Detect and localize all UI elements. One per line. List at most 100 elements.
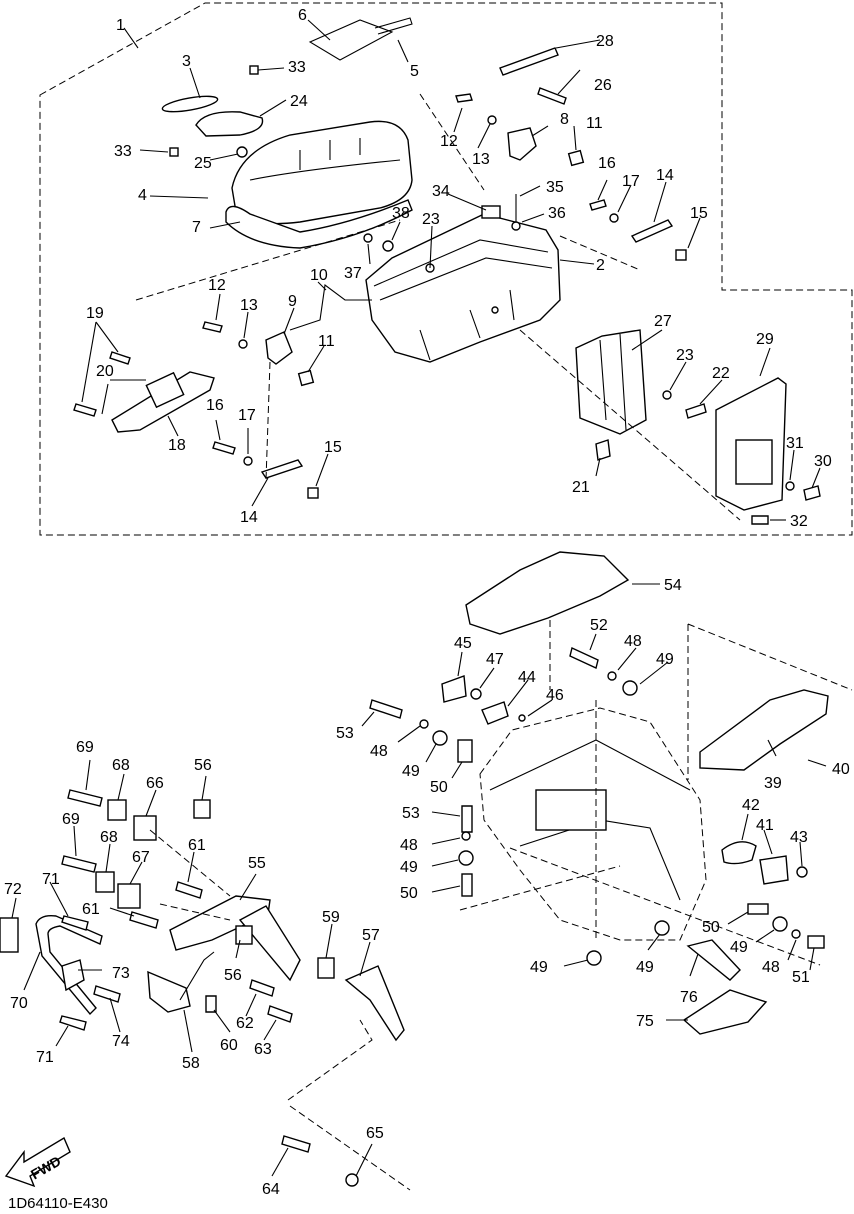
callout-13a: 13 bbox=[472, 151, 490, 168]
callout-36: 36 bbox=[548, 205, 566, 222]
callout-41: 41 bbox=[756, 817, 774, 834]
callout-18: 18 bbox=[168, 437, 186, 454]
callout-2: 2 bbox=[596, 257, 605, 274]
callout-61b: 61 bbox=[82, 901, 100, 918]
upper-leader-lines bbox=[81, 19, 821, 521]
callout-3: 3 bbox=[182, 53, 191, 70]
callout-48d: 48 bbox=[762, 959, 780, 976]
callout-35: 35 bbox=[546, 179, 564, 196]
callout-67: 67 bbox=[132, 849, 150, 866]
callout-72: 72 bbox=[4, 881, 22, 898]
callout-14b: 14 bbox=[240, 509, 258, 526]
callout-27: 27 bbox=[654, 313, 672, 330]
upper-assembly-frame bbox=[39, 2, 853, 536]
callout-40: 40 bbox=[832, 761, 850, 778]
callout-39: 39 bbox=[764, 775, 782, 792]
callout-4: 4 bbox=[138, 187, 147, 204]
callout-10: 10 bbox=[310, 267, 328, 284]
callout-19: 19 bbox=[86, 305, 104, 322]
callout-16b: 16 bbox=[206, 397, 224, 414]
lock-mechanism bbox=[202, 47, 687, 499]
callout-59: 59 bbox=[322, 909, 340, 926]
callout-68a: 68 bbox=[112, 757, 130, 774]
callout-33a: 33 bbox=[288, 59, 306, 76]
callout-1: 1 bbox=[116, 17, 125, 34]
callout-71b: 71 bbox=[36, 1049, 54, 1066]
callout-51: 51 bbox=[792, 969, 810, 986]
callout-45: 45 bbox=[454, 635, 472, 652]
callout-31: 31 bbox=[786, 435, 804, 452]
callout-48b: 48 bbox=[370, 743, 388, 760]
callout-53b: 53 bbox=[402, 805, 420, 822]
callout-73: 73 bbox=[112, 965, 130, 982]
callout-48a: 48 bbox=[624, 633, 642, 650]
callout-34: 34 bbox=[432, 183, 450, 200]
callout-49e: 49 bbox=[530, 959, 548, 976]
callout-20: 20 bbox=[96, 363, 114, 380]
callout-32: 32 bbox=[790, 513, 808, 530]
callout-23b: 23 bbox=[676, 347, 694, 364]
lower-case bbox=[369, 551, 829, 1035]
callout-57: 57 bbox=[362, 927, 380, 944]
callout-66: 66 bbox=[146, 775, 164, 792]
callout-38: 38 bbox=[392, 205, 410, 222]
callout-13b: 13 bbox=[240, 297, 258, 314]
callout-68b: 68 bbox=[100, 829, 118, 846]
callout-15a: 15 bbox=[690, 205, 708, 222]
callout-65: 65 bbox=[366, 1125, 384, 1142]
callout-43: 43 bbox=[790, 829, 808, 846]
callout-12a: 12 bbox=[440, 133, 458, 150]
callout-49f: 49 bbox=[636, 959, 654, 976]
forward-direction-arrow: FWD bbox=[4, 1136, 71, 1188]
callout-62: 62 bbox=[236, 1015, 254, 1032]
callout-55: 55 bbox=[248, 855, 266, 872]
callout-9: 9 bbox=[288, 293, 297, 310]
callout-8: 8 bbox=[560, 111, 569, 128]
callout-7: 7 bbox=[192, 219, 201, 236]
callout-49b: 49 bbox=[402, 763, 420, 780]
callout-44: 44 bbox=[518, 669, 536, 686]
lid-assembly bbox=[161, 17, 413, 249]
callout-71a: 71 bbox=[42, 871, 60, 888]
callout-17b: 17 bbox=[238, 407, 256, 424]
callout-49a: 49 bbox=[656, 651, 674, 668]
callout-47: 47 bbox=[486, 651, 504, 668]
callout-50b: 50 bbox=[400, 885, 418, 902]
callout-46: 46 bbox=[546, 687, 564, 704]
callout-12b: 12 bbox=[208, 277, 226, 294]
support-bracket bbox=[0, 789, 411, 1191]
callout-49d: 49 bbox=[730, 939, 748, 956]
callout-33b: 33 bbox=[114, 143, 132, 160]
callout-60: 60 bbox=[220, 1037, 238, 1054]
callout-63: 63 bbox=[254, 1041, 272, 1058]
callout-69b: 69 bbox=[62, 811, 80, 828]
callout-24: 24 bbox=[290, 93, 308, 110]
callout-56b: 56 bbox=[224, 967, 242, 984]
callout-50c: 50 bbox=[702, 919, 720, 936]
callout-74: 74 bbox=[112, 1033, 130, 1050]
callout-25: 25 bbox=[194, 155, 212, 172]
callout-11b: 11 bbox=[318, 333, 335, 350]
callout-70: 70 bbox=[10, 995, 28, 1012]
callout-42: 42 bbox=[742, 797, 760, 814]
callout-22: 22 bbox=[712, 365, 730, 382]
callout-5: 5 bbox=[410, 63, 419, 80]
callout-56a: 56 bbox=[194, 757, 212, 774]
callout-labels: 1 2 3 4 5 6 7 8 9 10 11 11 12 12 13 13 1… bbox=[4, 7, 850, 1198]
callout-11a: 11 bbox=[586, 115, 603, 132]
lower-leader-lines bbox=[11, 583, 853, 1177]
callout-30: 30 bbox=[814, 453, 832, 470]
callout-37: 37 bbox=[344, 265, 362, 282]
callout-64: 64 bbox=[262, 1181, 280, 1198]
callout-21: 21 bbox=[572, 479, 590, 496]
callout-58: 58 bbox=[182, 1055, 200, 1072]
callout-26: 26 bbox=[594, 77, 612, 94]
callout-69a: 69 bbox=[76, 739, 94, 756]
callout-17a: 17 bbox=[622, 173, 640, 190]
hinge-and-bracket bbox=[73, 329, 821, 525]
case-body bbox=[365, 194, 561, 363]
callout-53a: 53 bbox=[336, 725, 354, 742]
callout-50a: 50 bbox=[430, 779, 448, 796]
callout-23a: 23 bbox=[422, 211, 440, 228]
